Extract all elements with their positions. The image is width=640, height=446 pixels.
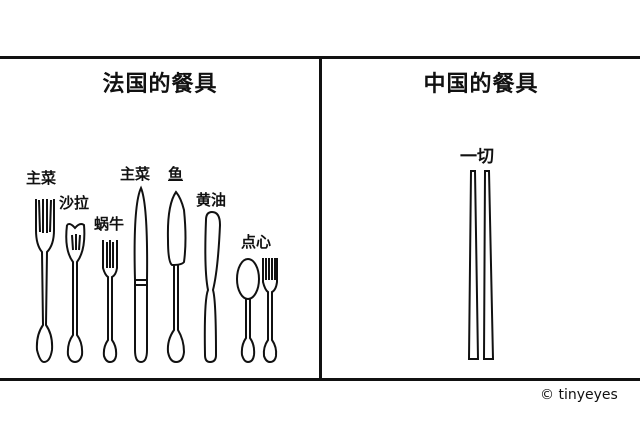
main-fork-icon: [35, 199, 55, 364]
salad-fork-icon: [65, 223, 86, 364]
label-main-fork: 主菜: [26, 169, 57, 187]
dessert-spoon-icon: [236, 258, 260, 364]
main-knife-icon: [133, 185, 149, 364]
label-fish-knife: 鱼: [168, 165, 184, 183]
right-panel-title: 中国的餐具: [423, 72, 539, 97]
label-dessert: 点心: [241, 233, 272, 251]
butter-knife-icon: [203, 210, 222, 364]
label-chopsticks: 一切: [460, 147, 494, 167]
panel-divider: [319, 57, 322, 380]
dessert-fork-icon: [262, 258, 278, 364]
label-salad-fork: 沙拉: [59, 194, 90, 212]
label-snail-fork: 蜗牛: [94, 215, 125, 233]
copyright-credit: © tinyeyes: [540, 387, 618, 403]
label-main-knife: 主菜: [120, 165, 151, 183]
snail-fork-icon: [102, 240, 118, 364]
chopsticks-icon: [467, 170, 495, 360]
label-butter-knife: 黄油: [196, 191, 227, 209]
left-panel-title: 法国的餐具: [102, 72, 218, 97]
fish-knife-icon: [166, 190, 187, 364]
